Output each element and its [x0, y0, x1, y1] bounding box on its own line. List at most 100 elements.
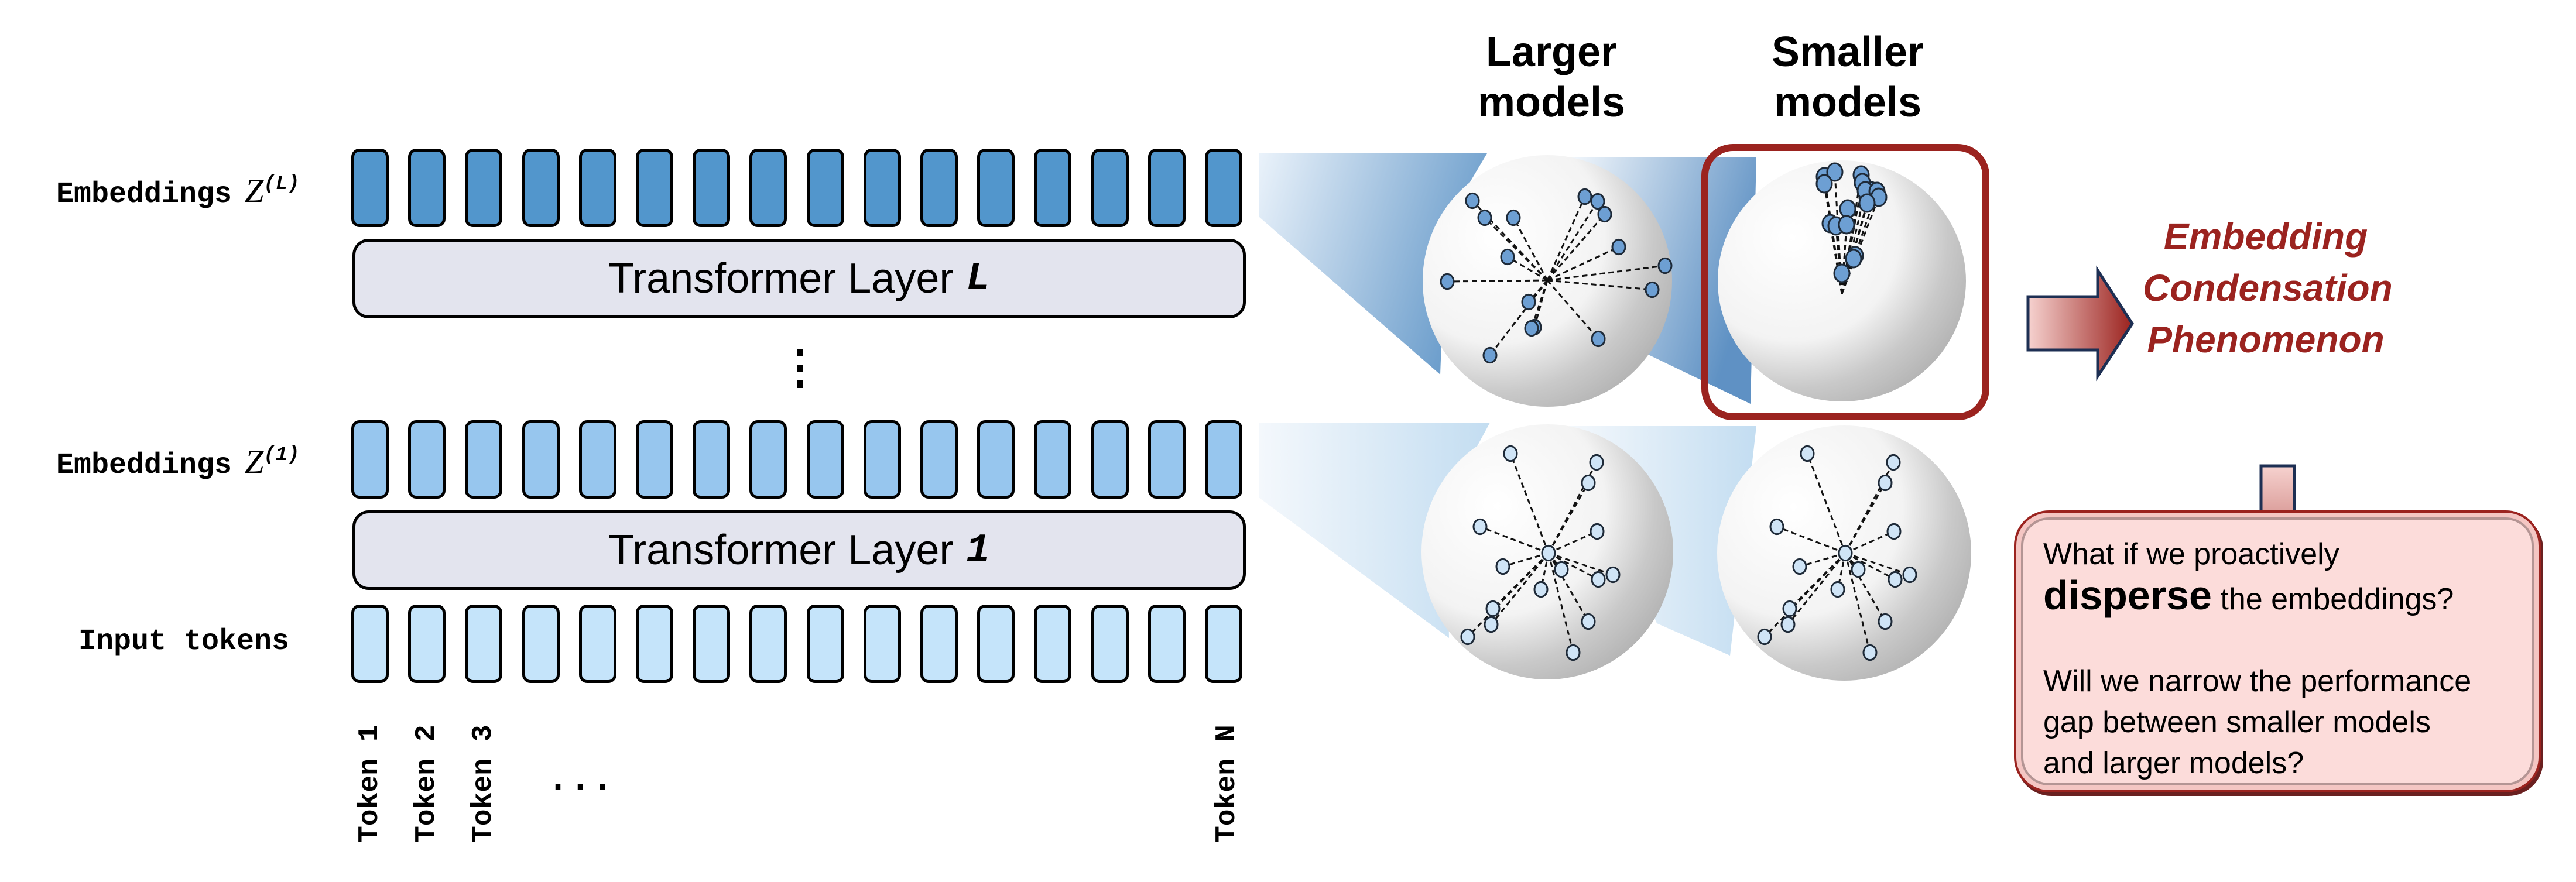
token-box — [920, 605, 958, 683]
token-box — [1034, 149, 1072, 227]
embedding-point — [1839, 199, 1856, 219]
condensation-line: Condensation — [2143, 267, 2393, 309]
title-line: models — [1773, 79, 1922, 126]
embedding-vector — [1546, 196, 1586, 281]
larger-models-title: Larger models — [1434, 27, 1669, 128]
embedding-vector — [1507, 256, 1548, 282]
title-line: models — [1477, 79, 1626, 126]
question-text: the embeddings? — [2211, 582, 2454, 616]
token-box — [522, 605, 560, 683]
embedding-vector — [1546, 214, 1606, 281]
question-line: disperse the embeddings? — [2043, 575, 2512, 620]
embedding-point — [1862, 644, 1878, 661]
token-box — [806, 605, 844, 683]
token-box — [693, 420, 731, 499]
embedding-point — [1597, 205, 1612, 223]
question-line: gap between smaller models — [2043, 705, 2431, 739]
embedding-point — [1577, 188, 1592, 205]
disperse-emphasis: disperse — [2043, 572, 2212, 618]
embedding-point — [1888, 571, 1903, 588]
token-box — [1147, 420, 1186, 499]
question-line: What if we proactively — [2043, 537, 2339, 571]
embedding-sphere — [1717, 425, 1971, 681]
token-box — [408, 149, 446, 227]
token-box — [749, 605, 787, 683]
token-box — [863, 605, 901, 683]
embedding-point — [1554, 561, 1569, 578]
token-box — [636, 605, 673, 683]
token-box — [977, 605, 1015, 683]
embedding-point — [1541, 544, 1556, 562]
embedding-point — [1472, 518, 1488, 536]
embedding-point — [1838, 544, 1853, 562]
embedding-sphere — [1718, 160, 1966, 401]
embedding-point — [1605, 566, 1621, 584]
z-symbol: Z — [245, 171, 264, 210]
token-box — [578, 605, 616, 683]
layer-index: 1 — [966, 527, 991, 573]
token-box — [863, 149, 901, 227]
token-box — [408, 605, 446, 683]
embedding-point — [1589, 454, 1604, 471]
embedding-point — [1485, 600, 1501, 617]
embedding-point — [1830, 581, 1845, 598]
token-box — [522, 420, 560, 499]
embedding-point — [1800, 445, 1815, 462]
token-box — [636, 420, 673, 499]
token-box — [693, 605, 731, 683]
embedding-sphere — [1423, 155, 1673, 407]
token-box — [1205, 149, 1242, 227]
embedding-point — [1838, 215, 1855, 235]
embedding-point — [1833, 263, 1851, 283]
token-box — [1091, 420, 1129, 499]
embedding-vector — [1845, 530, 1895, 554]
embedding-point — [1566, 644, 1581, 661]
embedding-vector — [1490, 552, 1550, 625]
embedding-point — [1591, 571, 1606, 588]
embedding-point — [1878, 474, 1893, 492]
embedding-point — [1757, 628, 1772, 646]
embedding-point — [1506, 209, 1521, 226]
token-box — [977, 149, 1015, 227]
token-box — [1205, 605, 1242, 683]
layer-superscript: (L) — [263, 173, 300, 195]
embedding-point — [1826, 162, 1844, 182]
embedding-point — [1465, 192, 1480, 210]
token-box — [636, 149, 673, 227]
token-box — [578, 420, 616, 499]
token-box — [465, 420, 503, 499]
embedding-point — [1524, 320, 1539, 337]
layer-index: L — [966, 256, 991, 301]
condensation-line: Phenomenon — [2147, 318, 2385, 361]
embedding-vector — [1489, 280, 1549, 356]
title-line: Smaller — [1771, 29, 1924, 75]
embedding-sphere — [1421, 424, 1673, 679]
embedding-vector — [1548, 552, 1599, 581]
embedding-point — [1902, 566, 1917, 584]
embedding-point — [1500, 248, 1515, 266]
embedding-vector — [1845, 552, 1910, 576]
embedding-point — [1780, 616, 1796, 633]
vertical-ellipsis-icon — [794, 349, 806, 390]
token-box — [578, 149, 616, 227]
embedding-point — [1878, 613, 1893, 630]
embedding-vector — [1479, 526, 1549, 554]
token-box — [1147, 149, 1186, 227]
embedding-vector — [1844, 552, 1886, 622]
token-box — [1091, 605, 1129, 683]
token-box — [863, 420, 901, 499]
question-line: and larger models? — [2043, 746, 2304, 780]
embedding-vector — [1547, 246, 1619, 282]
embedding-vector — [1546, 280, 1599, 339]
embedding-point — [1533, 581, 1549, 598]
embedding-vector — [1512, 217, 1549, 281]
embedding-vector — [1763, 552, 1847, 638]
embedding-point — [1503, 445, 1518, 462]
embedding-point — [1815, 174, 1833, 194]
embedding-point — [1845, 249, 1862, 269]
